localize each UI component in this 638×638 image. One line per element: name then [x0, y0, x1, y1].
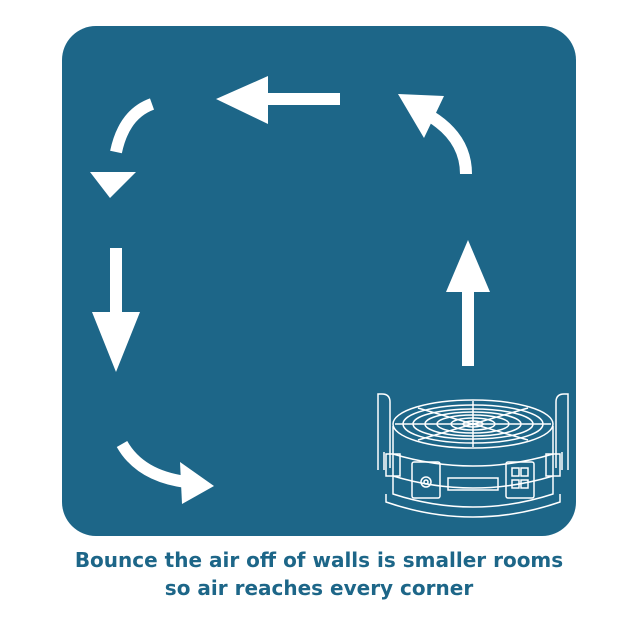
curved-arrow-top-left-icon — [90, 98, 155, 198]
caption-line-1: Bounce the air off of walls is smaller r… — [74, 548, 564, 572]
air-mover-fan-icon — [377, 393, 569, 518]
arrow-left-icon — [216, 76, 340, 124]
curved-arrow-top-right-icon — [398, 94, 472, 175]
room-square — [62, 26, 576, 536]
arrow-down-icon — [92, 248, 140, 372]
caption-line-2: so air reaches every corner — [164, 576, 474, 600]
curved-arrow-bottom-left-icon — [116, 440, 214, 504]
arrow-up-icon — [446, 240, 490, 366]
